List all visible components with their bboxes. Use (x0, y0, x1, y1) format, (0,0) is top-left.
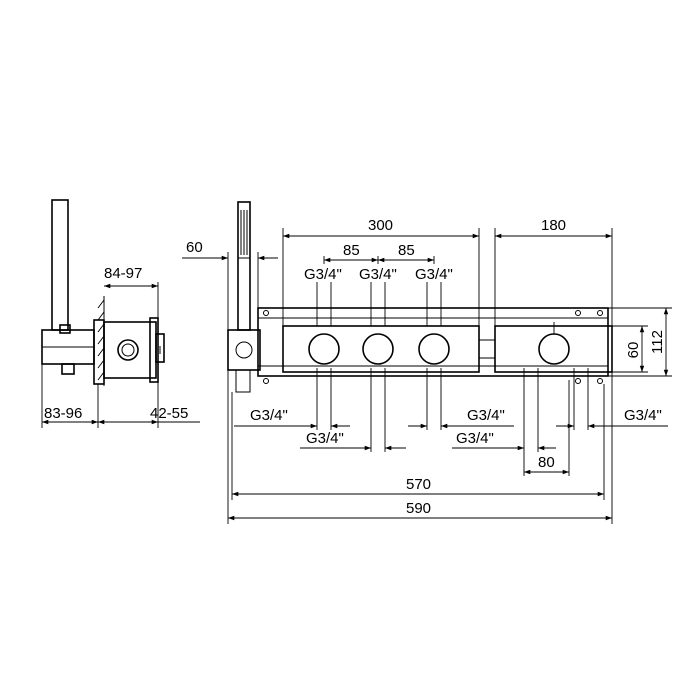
hose-holder-front (227, 329, 261, 371)
dim-thermostat-width: 180 (541, 217, 566, 234)
side-view: 84-97 83-96 42-55 (41, 199, 200, 428)
outlet-circle-side (117, 339, 139, 361)
thermostat-cover (494, 325, 613, 373)
mounting-body (257, 307, 609, 377)
thread-top-1: G3/4" (304, 266, 342, 283)
dim-side-right: 42-55 (150, 405, 188, 422)
thread-bottom-left-2: G3/4" (306, 430, 344, 447)
thread-bottom-left-1: G3/4" (250, 407, 288, 424)
dim-valve-span: 300 (368, 217, 393, 234)
dim-side-left: 83-96 (44, 405, 82, 422)
thread-bottom-mid-2: G3/4" (456, 430, 494, 447)
thread-bottom-mid-1: G3/4" (467, 407, 505, 424)
dim-spacing-1: 85 (343, 242, 360, 259)
dim-height-total: 112 (649, 330, 666, 354)
dim-hose-offset: 60 (186, 239, 203, 256)
dim-outlet-spacing: 80 (538, 454, 555, 471)
wall-hatch (97, 296, 105, 386)
thread-top-2: G3/4" (359, 266, 397, 283)
dim-height-inner: 60 (625, 342, 642, 359)
thread-top-3: G3/4" (415, 266, 453, 283)
thermostat-knob (538, 333, 570, 365)
shower-handle-side (51, 199, 69, 331)
thread-bottom-right: G3/4" (624, 407, 662, 424)
valve-1 (308, 333, 340, 365)
inwall-box-side (103, 321, 157, 379)
dim-width-inner: 570 (406, 476, 431, 493)
top-pipe-lines (316, 282, 555, 334)
front-view: 60 300 85 85 G3/4" G3/4" G3/4" 180 60 11… (182, 201, 672, 524)
valve-3 (418, 333, 450, 365)
dim-spacing-2: 85 (398, 242, 415, 259)
dim-side-depth: 84-97 (104, 265, 142, 282)
dim-width-total: 590 (406, 500, 431, 517)
bottom-pipe-lines (316, 368, 589, 476)
valve-2 (362, 333, 394, 365)
